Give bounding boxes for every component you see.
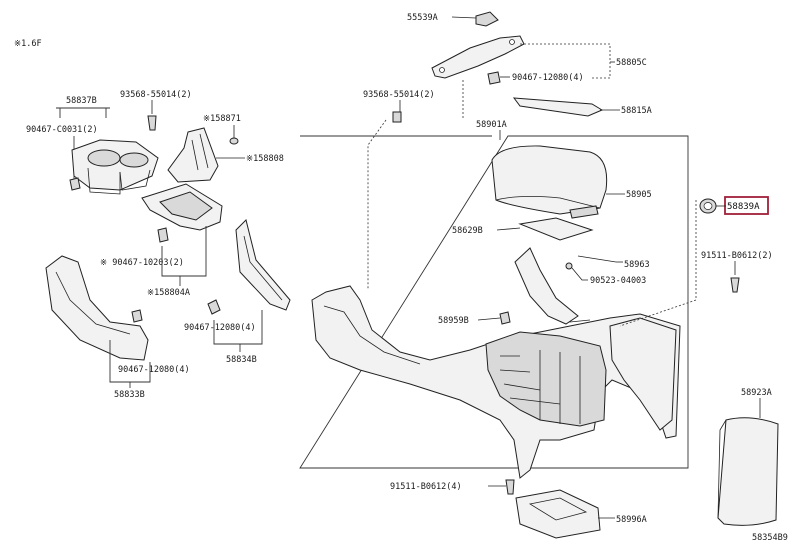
diagram-code: 58354B9 xyxy=(752,533,788,543)
label-90467-10203-2[interactable]: ※ 90467-10203(2) xyxy=(100,258,184,268)
clip-58959B[interactable] xyxy=(499,311,511,325)
label-58871[interactable]: ※158871 xyxy=(203,114,241,124)
clip-90467-12080-low[interactable] xyxy=(131,309,143,323)
label-58815A[interactable]: 58815A xyxy=(621,106,652,116)
part-58905-armrest[interactable] xyxy=(491,145,608,219)
part-58839A-cap[interactable] xyxy=(699,198,717,214)
part-58871-ring[interactable] xyxy=(229,137,239,145)
label-93568-55014-left[interactable]: 93568-55014(2) xyxy=(120,90,192,100)
label-58923A[interactable]: 58923A xyxy=(741,388,772,398)
label-90523-04003[interactable]: 90523-04003 xyxy=(590,276,646,286)
label-58629B[interactable]: 58629B xyxy=(452,226,483,236)
label-90467-12080-top[interactable]: 90467-12080(4) xyxy=(512,73,584,83)
label-58834B[interactable]: 58834B xyxy=(226,355,257,365)
clip-90467-12080-top[interactable] xyxy=(487,71,501,85)
part-58963-rod[interactable] xyxy=(577,255,617,263)
part-58815A-pad[interactable] xyxy=(512,97,604,117)
label-58833B[interactable]: 58833B xyxy=(114,390,145,400)
pin-90523-04003[interactable] xyxy=(565,262,573,270)
screw-91511-right[interactable] xyxy=(730,277,740,293)
label-58963[interactable]: 58963 xyxy=(624,260,650,270)
label-93568-55014-mid[interactable]: 93568-55014(2) xyxy=(363,90,435,100)
part-58804A-panel[interactable] xyxy=(141,183,223,231)
clip-90467-10203[interactable] xyxy=(157,227,169,243)
label-58905[interactable]: 58905 xyxy=(626,190,652,200)
label-58805C[interactable]: 58805C xyxy=(616,58,647,68)
label-58804A[interactable]: ※158804A xyxy=(147,288,190,298)
part-58923A-panel[interactable] xyxy=(717,417,779,526)
label-58837B[interactable]: 58837B xyxy=(66,96,97,106)
label-91511-B0612-4[interactable]: 91511-B0612(4) xyxy=(390,482,462,492)
label-90467-C0031-2[interactable]: 90467-C0031(2) xyxy=(26,125,98,135)
part-console-body[interactable] xyxy=(311,247,681,479)
label-58996A[interactable]: 58996A xyxy=(616,515,647,525)
clip-90467-C0031[interactable] xyxy=(69,177,81,191)
part-58837B-cupholder[interactable] xyxy=(71,139,159,195)
screw-91511-bottom[interactable] xyxy=(505,479,515,495)
label-90467-12080-mid[interactable]: 90467-12080(4) xyxy=(184,323,256,333)
note-label: ※1.6F xyxy=(14,39,42,49)
screw-93568-mid[interactable] xyxy=(392,111,402,123)
label-58959B[interactable]: 58959B xyxy=(438,316,469,326)
label-58808[interactable]: ※158808 xyxy=(246,154,284,164)
part-55539A-clip[interactable] xyxy=(475,11,499,27)
part-58834B-trim[interactable] xyxy=(235,219,291,311)
label-55539A[interactable]: 55539A xyxy=(407,13,438,23)
clip-90467-12080-mid[interactable] xyxy=(207,299,221,315)
label-58839A[interactable]: 58839A xyxy=(727,202,760,212)
screw-93568-left[interactable] xyxy=(147,115,157,131)
label-91511-B0612-2[interactable]: 91511-B0612(2) xyxy=(701,251,773,261)
part-58629B-mat[interactable] xyxy=(518,217,594,241)
part-58805C-bracket[interactable] xyxy=(431,35,525,79)
part-58996A-bracket[interactable] xyxy=(515,489,601,539)
part-58833B-panel[interactable] xyxy=(45,255,149,361)
label-90467-12080-low[interactable]: 90467-12080(4) xyxy=(118,365,190,375)
part-58808-boot[interactable] xyxy=(167,127,219,183)
label-58901A[interactable]: 58901A xyxy=(476,120,507,130)
highlight-box-58839A xyxy=(724,196,769,215)
